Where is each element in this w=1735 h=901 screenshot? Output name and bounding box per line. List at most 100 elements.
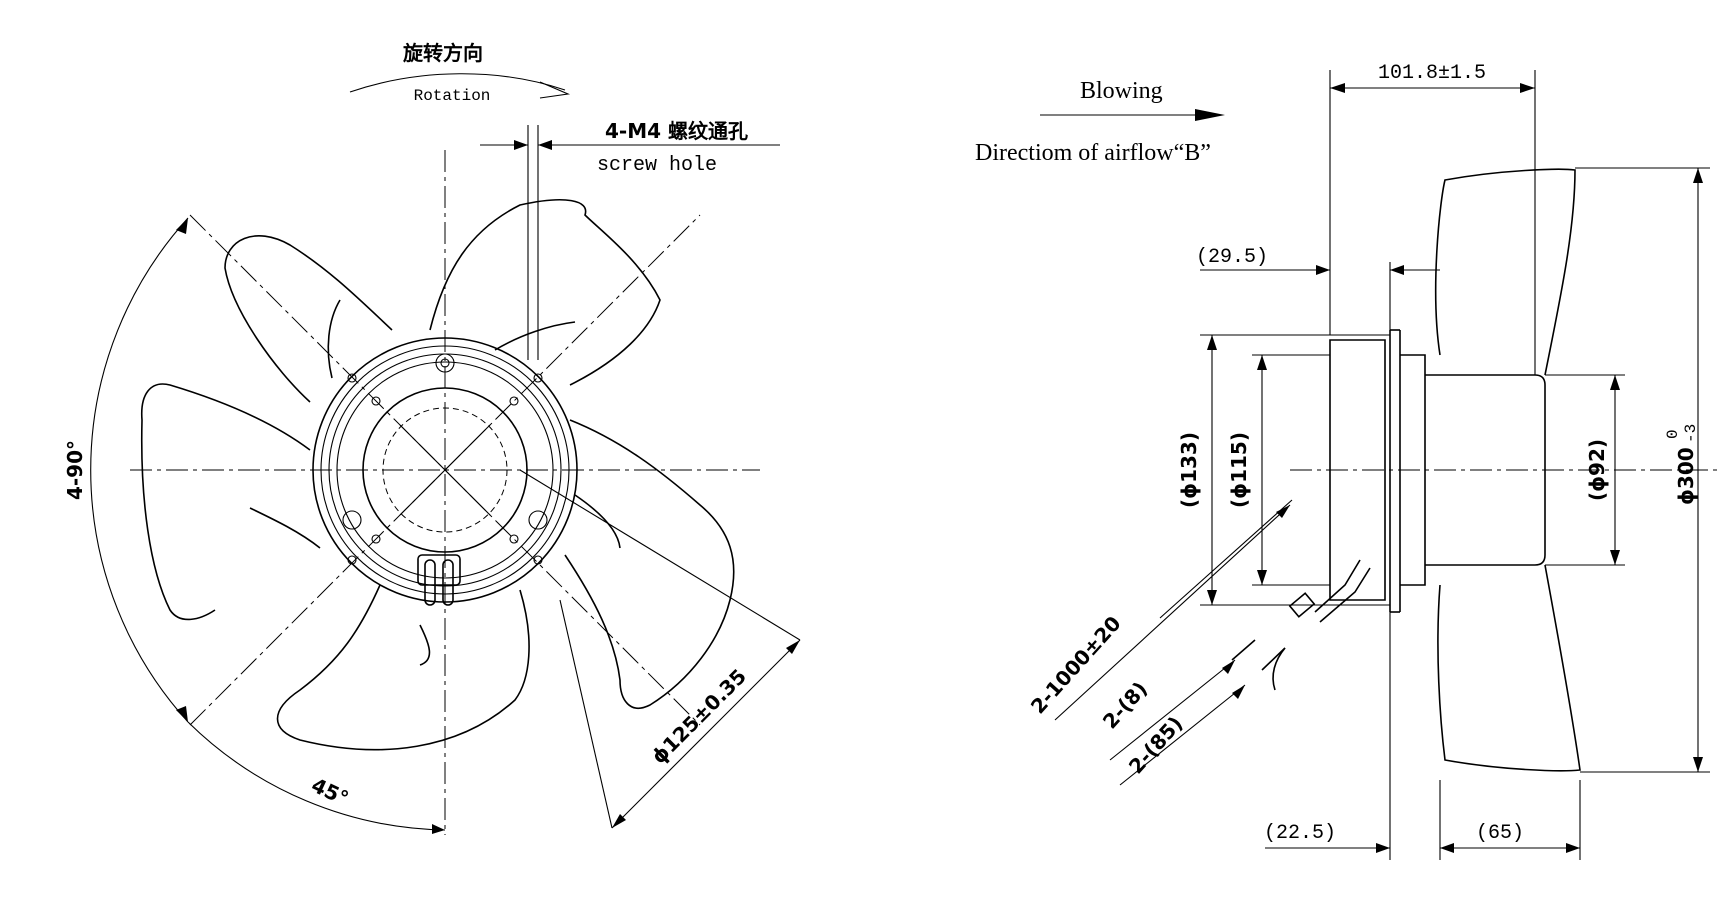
- lead-8-arrow: [1222, 660, 1235, 674]
- dim-115-label: (ϕ115): [1227, 432, 1251, 508]
- dim-300-label: ϕ300: [1674, 447, 1698, 505]
- lead-1000-line: [1054, 504, 1291, 721]
- dim-133-label: (ϕ133): [1177, 432, 1201, 508]
- screw-holes: [347, 373, 543, 565]
- right-lug: [528, 510, 548, 530]
- blade-ribs: [249, 299, 621, 666]
- rib-5: [419, 624, 431, 666]
- dim-225-arrow: [1376, 843, 1390, 853]
- lead-85-line: [1119, 684, 1246, 786]
- side-view: Blowing Directiom of airflow“B” 101.8±1.…: [975, 62, 1720, 860]
- dim-295-label: (29.5): [1196, 246, 1268, 269]
- front-view: 旋转方向 Rotation 4-M4 螺纹通孔 screw hole 4-90°…: [63, 41, 801, 835]
- dim-225-label: (22.5): [1264, 822, 1336, 845]
- dim-92-arrow-top: [1610, 375, 1620, 390]
- dim-300-arrow-top: [1693, 168, 1703, 183]
- motor-outer-ring: [312, 337, 578, 603]
- side-cable: [1231, 559, 1371, 691]
- side-cable-1: [1314, 559, 1361, 613]
- mount-hole-3: [347, 555, 357, 565]
- cable-gland: [417, 554, 461, 586]
- rib-3: [249, 507, 321, 549]
- blade-profile-bottom: [1437, 564, 1581, 772]
- dim-92-label: (ϕ92): [1585, 439, 1609, 501]
- mount-hole-4: [533, 555, 543, 565]
- lead-end-1: [1231, 639, 1256, 661]
- dim-300-label-group: ϕ300 0 -3: [1664, 424, 1700, 505]
- mount-hole-2: [533, 373, 543, 383]
- rotation-label-cn: 旋转方向: [402, 41, 483, 65]
- dim-65-arrow-left: [1440, 843, 1454, 853]
- pcd-label: ϕ125±0.35: [647, 664, 751, 768]
- left-lug: [342, 510, 362, 530]
- hub-body: [1425, 374, 1546, 566]
- blowing-arrow-head: [1195, 109, 1225, 121]
- rotation-label-en: Rotation: [414, 87, 491, 105]
- dim-300-arrow-bottom: [1693, 757, 1703, 772]
- dim-1018-arrow-left: [1330, 83, 1345, 93]
- fan-blade-top-left: [224, 235, 393, 403]
- hub-ring: [362, 387, 528, 553]
- pcd-arrow-2: [612, 814, 626, 828]
- dim-65-arrow-right: [1566, 843, 1580, 853]
- cable-wire-2: [442, 559, 454, 606]
- dim-1018-arrow-right: [1520, 83, 1535, 93]
- screw-arrow-left: [514, 140, 528, 150]
- angle-label-4x90: 4-90°: [63, 440, 87, 500]
- cable-outlet: [417, 554, 461, 606]
- angle-arrow-top: [176, 218, 188, 234]
- dim-133-arrow-top: [1207, 335, 1217, 350]
- dim-92-arrow-bottom: [1610, 550, 1620, 565]
- rotation-arrow-head: [539, 81, 571, 99]
- angle-arrow-bottom: [176, 706, 188, 722]
- fan-blade-right: [564, 419, 735, 709]
- dim-295-arrow-right: [1390, 265, 1404, 275]
- top-lug: [435, 353, 455, 373]
- screw-hole-bl: [371, 534, 381, 544]
- fan-blades: [140, 199, 735, 751]
- mount-hole-1: [347, 373, 357, 383]
- dim-1018-label: 101.8±1.5: [1378, 62, 1486, 85]
- top-lug-inner: [440, 358, 450, 368]
- motor-ring-4: [336, 361, 554, 579]
- lead-1000-ext: [1159, 499, 1293, 619]
- side-cable-2: [1319, 567, 1371, 623]
- lead-curve: [1272, 647, 1286, 691]
- fan-blade-left: [140, 383, 311, 621]
- screw-hole-tr: [509, 396, 519, 406]
- airflow-label: Directiom of airflow“B”: [975, 140, 1211, 166]
- screw-arrow-right: [538, 140, 552, 150]
- lead-85-label: 2-(85): [1124, 711, 1188, 778]
- rib-4: [574, 494, 621, 549]
- rotor-step: [1400, 354, 1426, 586]
- pcd-dimension-line: [611, 639, 801, 829]
- angle-label-45: 45°: [308, 773, 352, 811]
- dim-133-arrow-bottom: [1207, 590, 1217, 605]
- dim-295-arrow-left: [1316, 265, 1330, 275]
- dim-300-tol-lower: -3: [1682, 424, 1700, 443]
- blowing-label: Blowing: [1080, 78, 1163, 104]
- motor-body: [1329, 339, 1386, 601]
- screw-hole-label-en: screw hole: [597, 154, 717, 177]
- pcd-extension-2: [559, 599, 613, 829]
- pcd-arrow-1: [786, 640, 800, 654]
- angle-45-arrow: [432, 824, 445, 834]
- lead-8-line: [1109, 659, 1236, 761]
- cable-wire-1: [424, 559, 436, 606]
- fan-blade-bottom-left: [276, 584, 530, 751]
- motor-ring-2: [320, 345, 570, 595]
- angle-arc-45: [187, 721, 446, 831]
- hub-inner-hidden: [382, 407, 508, 533]
- screw-hole-br: [509, 534, 519, 544]
- lead-8-label: 2-(8): [1098, 677, 1152, 734]
- rib-1: [327, 299, 341, 379]
- dim-115-arrow-top: [1257, 355, 1267, 370]
- pcd-extension-1: [519, 469, 801, 641]
- angle-arc-4x90: [90, 217, 189, 723]
- lead-85-arrow: [1232, 685, 1245, 699]
- side-cable-gland: [1288, 592, 1316, 618]
- fan-blade-top: [429, 199, 661, 386]
- rib-2: [494, 321, 576, 351]
- dim-115-arrow-bottom: [1257, 570, 1267, 585]
